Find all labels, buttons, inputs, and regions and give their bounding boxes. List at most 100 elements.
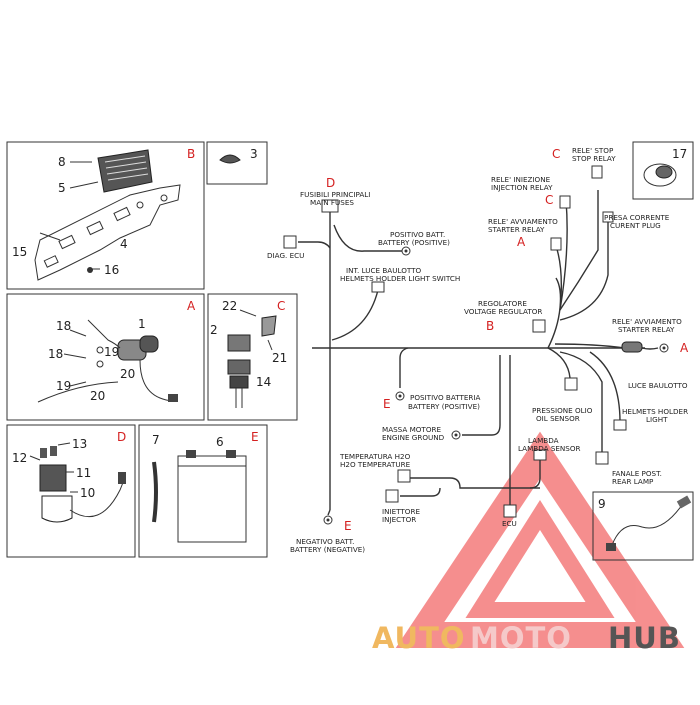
callout-14: 14 xyxy=(256,375,271,389)
regulator-connector xyxy=(532,319,546,333)
current-plug-connector xyxy=(602,211,614,223)
callout-20-b: 20 xyxy=(90,389,105,403)
callout-10: 10 xyxy=(80,486,95,500)
battery-pos-mid-label-1: POSITIVO BATTERIA xyxy=(410,393,481,402)
starter-relay-right-code: A xyxy=(680,341,689,355)
oil-sensor-label-1: PRESSIONE OLIO xyxy=(532,406,593,415)
panel-e-code: E xyxy=(251,430,259,444)
regulator-label-1: REGOLATORE xyxy=(478,299,527,308)
current-plug-label-2: CURENT PLUG xyxy=(610,221,661,230)
injection-relay-connector xyxy=(559,195,571,209)
callout-9: 9 xyxy=(598,497,606,511)
callout-3: 3 xyxy=(250,147,258,161)
battery-neg-code: E xyxy=(344,519,352,533)
callout-12: 12 xyxy=(12,451,27,465)
callout-17: 17 xyxy=(672,147,687,161)
regulator-code: B xyxy=(486,319,494,333)
stop-relay-label-1: RELE' STOP xyxy=(572,146,614,155)
stop-relay-connector xyxy=(591,165,603,179)
injector-connector xyxy=(385,489,399,503)
callout-5: 5 xyxy=(58,181,66,195)
starter-relay-top-label-1: RELE' AVVIAMENTO xyxy=(488,217,558,226)
callout-22: 22 xyxy=(222,299,237,313)
panel-b-code: B xyxy=(187,147,195,161)
engine-ground-label-1: MASSA MOTORE xyxy=(382,425,441,434)
battery-pos-top-label-1: POSITIVO BATT. xyxy=(390,230,445,239)
ecu-connector xyxy=(503,504,517,518)
starter-relay-right-label-1: RELE' AVVIAMENTO xyxy=(612,317,682,326)
callout-20-a: 20 xyxy=(120,367,135,381)
injection-relay-code: C xyxy=(545,193,553,207)
harness-labels: D FUSIBILI PRINCIPALI MAIN FUSES DIAG. E… xyxy=(267,146,689,554)
callout-15: 15 xyxy=(12,245,27,259)
panel-a: A 1 18 18 19 19 20 20 xyxy=(6,293,205,421)
oil-sensor-connector xyxy=(564,377,578,391)
regulator-label-2: VOLTAGE REGULATOR xyxy=(464,307,542,316)
starter-relay-top-label-2: STARTER RELAY xyxy=(488,225,545,234)
current-plug-label-1: PRESA CORRENTE xyxy=(604,213,670,222)
stop-relay-code: C xyxy=(552,147,560,161)
ecu-label: ECU xyxy=(502,519,517,528)
rear-lamp-label-1: FANALE POST. xyxy=(612,469,662,478)
battery-pos-top-label-2: BATTERY (POSITIVE) xyxy=(378,238,450,247)
helmet-switch-connector xyxy=(371,281,385,293)
starter-relay-right-label-2: STARTER RELAY xyxy=(618,325,675,334)
panel-b: B 8 5 4 15 16 xyxy=(6,141,205,290)
battery-pos-mid-label-2: BATTERY (POSITIVE) xyxy=(408,402,480,411)
rear-lamp-connector xyxy=(595,451,609,465)
panel-c: C 22 2 21 14 xyxy=(207,293,298,421)
lambda-label-1: LAMBDA xyxy=(528,436,559,445)
helmet-light-label-3: LIGHT xyxy=(646,415,668,424)
panel-3: 3 xyxy=(206,141,268,185)
main-harness xyxy=(298,190,659,516)
panel-a-code: A xyxy=(187,299,196,313)
h2o-connector xyxy=(397,469,411,483)
callout-18-a: 18 xyxy=(56,319,71,333)
panel-17: 17 xyxy=(632,141,694,200)
watermark-moto: MOTO xyxy=(470,621,572,655)
callout-7: 7 xyxy=(152,433,160,447)
lambda-label-2: LAMBDA SENSOR xyxy=(518,444,581,453)
callout-18-b: 18 xyxy=(48,347,63,361)
watermark-logo xyxy=(395,431,685,648)
callout-19-a: 19 xyxy=(104,345,119,359)
battery-part xyxy=(177,450,247,543)
oil-sensor-label-2: OIL SENSOR xyxy=(536,414,580,423)
callout-8: 8 xyxy=(58,155,66,169)
battery-neg-label-1: NEGATIVO BATT. xyxy=(296,537,354,546)
battery-pos-mid-code: E xyxy=(383,397,391,411)
starter-relay-top-connector xyxy=(550,237,562,251)
lambda-connector xyxy=(533,449,547,461)
main-fuses-connector xyxy=(321,199,339,213)
watermark-hub: HUB xyxy=(608,621,681,655)
bracket-plate xyxy=(34,184,181,281)
main-fuses-label-2: MAIN FUSES xyxy=(310,198,354,207)
callout-11: 11 xyxy=(76,466,91,480)
callout-21: 21 xyxy=(272,351,287,365)
panel-d: D 13 12 11 10 xyxy=(6,424,136,558)
engine-ground-label-2: ENGINE GROUND xyxy=(382,433,445,442)
diag-ecu-label: DIAG. ECU xyxy=(267,251,304,260)
helmet-switch-label-1: INT. LUCE BAULOTTO xyxy=(346,266,422,275)
h2o-label-2: H2O TEMPERATURE xyxy=(340,460,411,469)
helmet-light-connector xyxy=(613,419,627,431)
injector-label-1: INIETTORE xyxy=(382,507,420,516)
callout-2: 2 xyxy=(210,323,218,337)
main-fuses-label-1: FUSIBILI PRINCIPALI xyxy=(300,190,370,199)
callout-16: 16 xyxy=(104,263,119,277)
helmet-light-label-1: LUCE BAULOTTO xyxy=(628,381,688,390)
battery-neg-label-2: BATTERY (NEGATIVE) xyxy=(290,545,365,554)
panel-d-code: D xyxy=(117,430,126,444)
rear-lamp-label-2: REAR LAMP xyxy=(612,477,654,486)
callout-1: 1 xyxy=(138,317,146,331)
panel-e: E 7 6 xyxy=(138,424,268,558)
diag-ecu-connector xyxy=(283,235,297,249)
callout-19-b: 19 xyxy=(56,379,71,393)
injection-relay-label-2: INJECTION RELAY xyxy=(491,183,553,192)
starter-relay-top-code: A xyxy=(517,235,526,249)
main-fuses-code: D xyxy=(326,176,335,190)
starter-relay-right-connector xyxy=(621,341,643,353)
helmet-light-label-2: HELMETS HOLDER xyxy=(622,407,688,416)
panel-9: 9 xyxy=(592,491,694,561)
callout-6: 6 xyxy=(216,435,224,449)
